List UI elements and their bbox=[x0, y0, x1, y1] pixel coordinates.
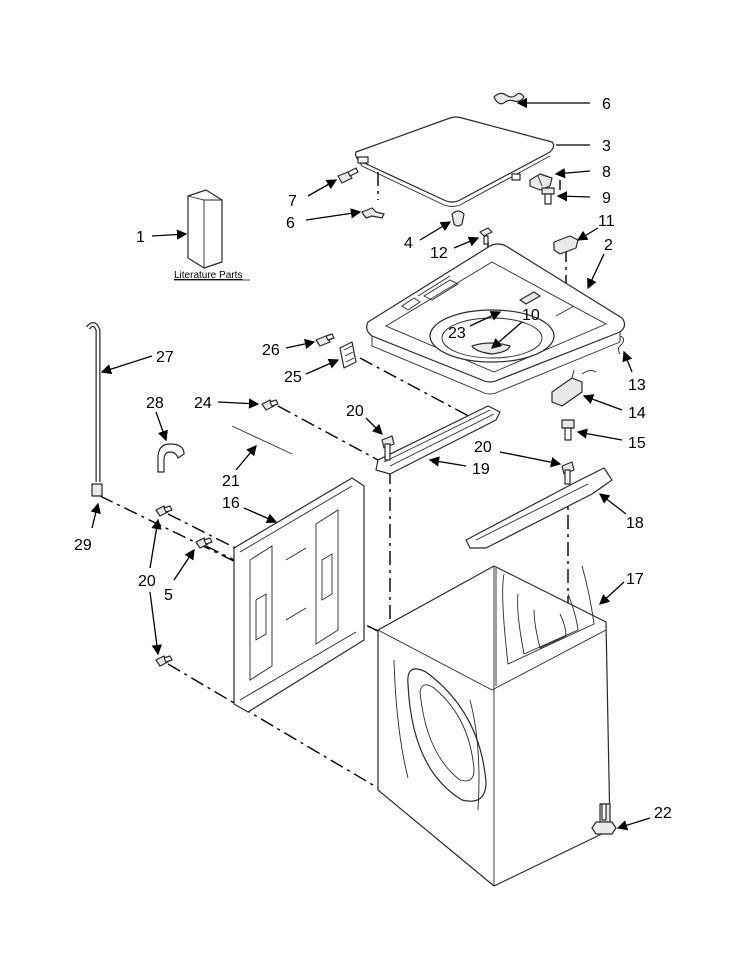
callout-9: 9 bbox=[556, 190, 611, 207]
callout-6a-label: 6 bbox=[602, 96, 611, 113]
part-7-screw bbox=[337, 167, 359, 184]
callout-28-label: 28 bbox=[146, 395, 164, 412]
callout-7-label: 7 bbox=[288, 193, 297, 210]
callout-16: 16 bbox=[222, 495, 278, 524]
callout-29: 29 bbox=[74, 502, 101, 554]
part-15-screw bbox=[561, 419, 575, 441]
callout-20b: 20 bbox=[474, 439, 562, 468]
callout-20c-label: 20 bbox=[138, 573, 156, 590]
callout-8: 8 bbox=[554, 164, 611, 181]
callout-26-label: 26 bbox=[262, 342, 280, 359]
callout-17-label: 17 bbox=[626, 571, 644, 588]
part-18-bracket bbox=[465, 461, 613, 549]
callout-12-label: 12 bbox=[430, 245, 448, 262]
callout-1: 1 bbox=[136, 229, 188, 246]
callout-29-label: 29 bbox=[74, 537, 92, 554]
callout-19: 19 bbox=[428, 456, 490, 478]
callout-22: 22 bbox=[616, 805, 672, 831]
callout-11-label: 11 bbox=[598, 213, 615, 230]
callout-10-label: 10 bbox=[522, 307, 540, 324]
part-11-clip bbox=[553, 235, 579, 255]
part-20-screw-top bbox=[155, 505, 173, 517]
callout-22-label: 22 bbox=[654, 805, 672, 822]
callout-21: 21 bbox=[222, 445, 257, 490]
part-9-screw bbox=[541, 187, 555, 205]
callout-5: 5 bbox=[164, 548, 195, 604]
callout-16-label: 16 bbox=[222, 495, 240, 512]
part-1-literature bbox=[187, 189, 223, 269]
callout-4-label: 4 bbox=[404, 235, 413, 252]
callout-18-label: 18 bbox=[626, 515, 644, 532]
part-24-screw bbox=[261, 399, 279, 411]
callout-13: 13 bbox=[622, 350, 646, 394]
callout-15-label: 15 bbox=[628, 435, 646, 452]
callout-25-label: 25 bbox=[284, 369, 302, 386]
part-8-hinge bbox=[529, 173, 553, 191]
callout-27: 27 bbox=[100, 349, 174, 375]
callout-17: 17 bbox=[599, 571, 644, 605]
part-14-switch bbox=[551, 369, 597, 407]
part-22-foot bbox=[591, 803, 617, 835]
part-4-bumper bbox=[451, 210, 465, 227]
callout-1-label: 1 bbox=[136, 229, 145, 246]
callout-6b: 6 bbox=[286, 208, 362, 232]
part-13-spring bbox=[617, 335, 625, 355]
part-5-screw bbox=[195, 537, 213, 549]
callout-11: 11 bbox=[576, 213, 615, 241]
callout-9-label: 9 bbox=[602, 190, 611, 207]
callout-15: 15 bbox=[576, 428, 646, 452]
callout-23: 23 bbox=[448, 311, 502, 342]
part-6-clip-lower bbox=[361, 207, 385, 219]
callout-10: 10 bbox=[491, 307, 540, 349]
part-28-elbow bbox=[157, 443, 185, 473]
part-16-side-panel bbox=[233, 477, 365, 713]
callout-6b-label: 6 bbox=[286, 215, 295, 232]
callout-3: 3 bbox=[556, 138, 611, 155]
callout-23-label: 23 bbox=[448, 325, 466, 342]
part-29-connector bbox=[91, 483, 103, 497]
part-19-bracket bbox=[375, 405, 501, 475]
callout-6a: 6 bbox=[516, 96, 611, 113]
part-6-clip bbox=[493, 92, 525, 105]
callout-4: 4 bbox=[404, 221, 452, 252]
part-3-lid bbox=[355, 116, 555, 207]
part-12-screw bbox=[479, 227, 493, 245]
callout-28: 28 bbox=[146, 395, 168, 442]
callout-2-label: 2 bbox=[604, 237, 613, 254]
part-27-hose bbox=[86, 322, 101, 482]
callout-19-label: 19 bbox=[472, 461, 490, 478]
callout-20a: 20 bbox=[346, 403, 383, 435]
callout-5-label: 5 bbox=[164, 587, 173, 604]
callout-14: 14 bbox=[582, 394, 646, 422]
callout-18: 18 bbox=[598, 493, 644, 532]
callout-20a-label: 20 bbox=[346, 403, 364, 420]
callout-20c: 20 bbox=[138, 518, 162, 656]
callout-20b-label: 20 bbox=[474, 439, 492, 456]
callout-2: 2 bbox=[587, 237, 613, 290]
callout-7: 7 bbox=[288, 179, 338, 210]
part-17-cabinet bbox=[377, 565, 611, 887]
callout-24: 24 bbox=[194, 395, 260, 412]
callout-12: 12 bbox=[430, 236, 480, 262]
callout-21-label: 21 bbox=[222, 473, 240, 490]
literature-parts-label: Literature Parts bbox=[174, 270, 242, 281]
callout-13-label: 13 bbox=[628, 377, 646, 394]
callout-25: 25 bbox=[284, 358, 340, 386]
part-26-screw bbox=[315, 333, 335, 347]
callout-3-label: 3 bbox=[602, 138, 611, 155]
part-25-bracket bbox=[339, 341, 357, 369]
part-21-rod bbox=[231, 425, 293, 455]
callout-8-label: 8 bbox=[602, 164, 611, 181]
callout-27-label: 27 bbox=[156, 349, 174, 366]
callout-26: 26 bbox=[262, 338, 316, 359]
callout-14-label: 14 bbox=[628, 405, 646, 422]
part-20-screw-bottom bbox=[155, 655, 173, 667]
callout-24-label: 24 bbox=[194, 395, 212, 412]
